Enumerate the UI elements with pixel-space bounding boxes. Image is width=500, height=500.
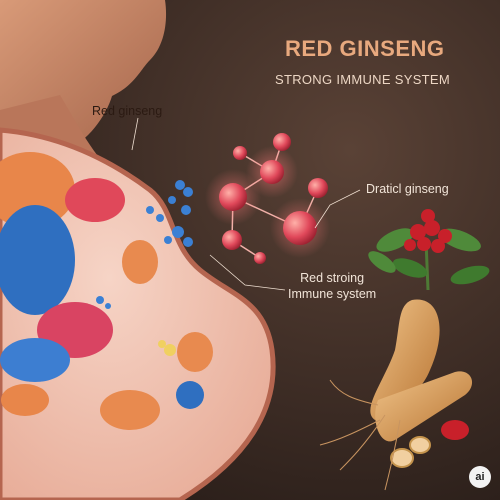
molecule-network — [205, 133, 330, 264]
label-immune-line1: Red stroing — [300, 271, 365, 285]
label-leaders — [131, 117, 361, 291]
page-title: RED GINSENG — [285, 36, 445, 61]
immune-particles-blue — [96, 180, 193, 309]
organelles — [0, 152, 213, 430]
cell-membrane — [0, 127, 276, 500]
page-subtitle: STRONG IMMUNE SYSTEM — [275, 72, 451, 87]
label-red-ginseng: Red ginseng — [92, 104, 163, 118]
label-immune-system: Red stroing Immune system — [288, 270, 376, 302]
label-immune-line2: Immune system — [288, 287, 377, 301]
label-dratic-ginseng: Draticl ginseng — [366, 182, 449, 196]
ginseng-root — [370, 299, 440, 420]
berry-cluster — [404, 209, 452, 253]
ai-watermark-badge: ai — [469, 466, 491, 488]
ginseng-plant — [319, 209, 490, 491]
